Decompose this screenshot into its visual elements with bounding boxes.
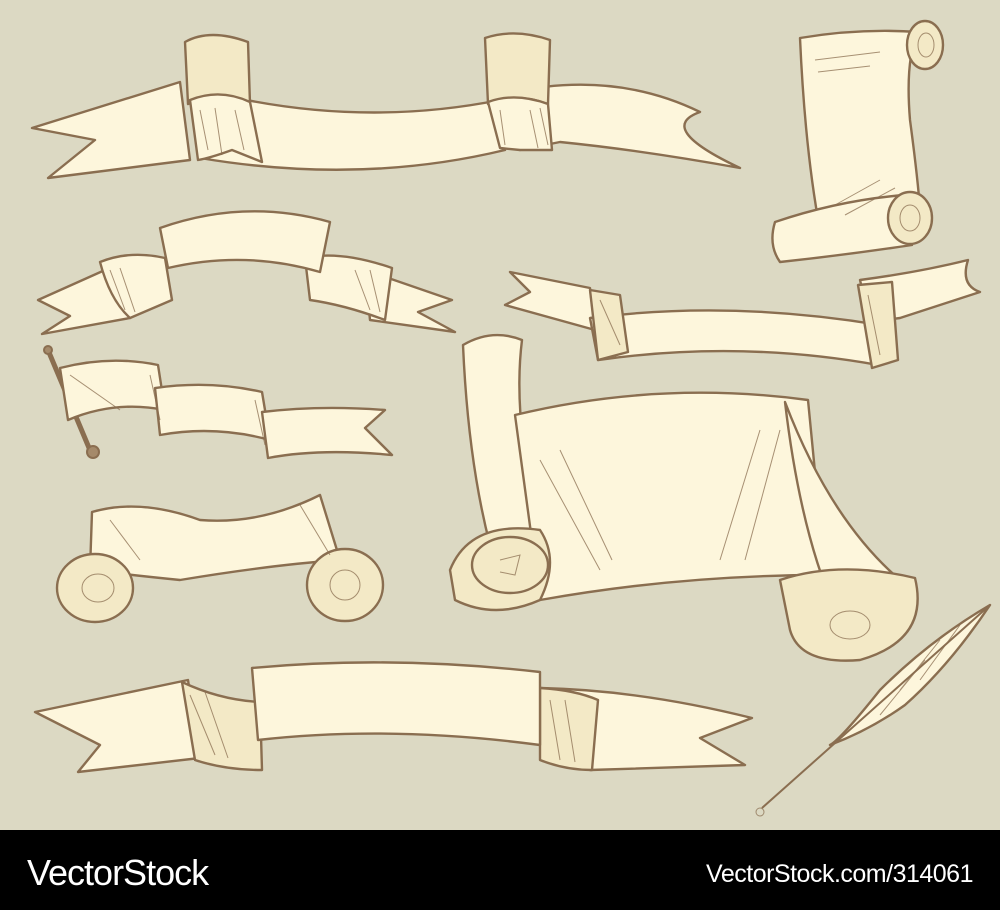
vertical-scroll-top-right	[771, 19, 945, 264]
arched-ribbon	[36, 210, 457, 336]
image-reference: VectorStock.com/314061	[706, 860, 973, 888]
quill-pen	[755, 603, 992, 817]
long-ribbon-bottom	[33, 661, 754, 774]
long-ribbon-top	[30, 32, 742, 180]
flag-ribbon	[43, 345, 394, 460]
watermark-footer: VectorStock VectorStock.com/314061	[0, 830, 1000, 910]
right-thin-ribbon	[503, 258, 982, 370]
illustration-canvas	[30, 19, 992, 817]
large-scroll-banner	[448, 333, 919, 662]
curled-scroll-banner	[55, 493, 385, 624]
brand-logo-text: VectorStock	[27, 852, 209, 893]
